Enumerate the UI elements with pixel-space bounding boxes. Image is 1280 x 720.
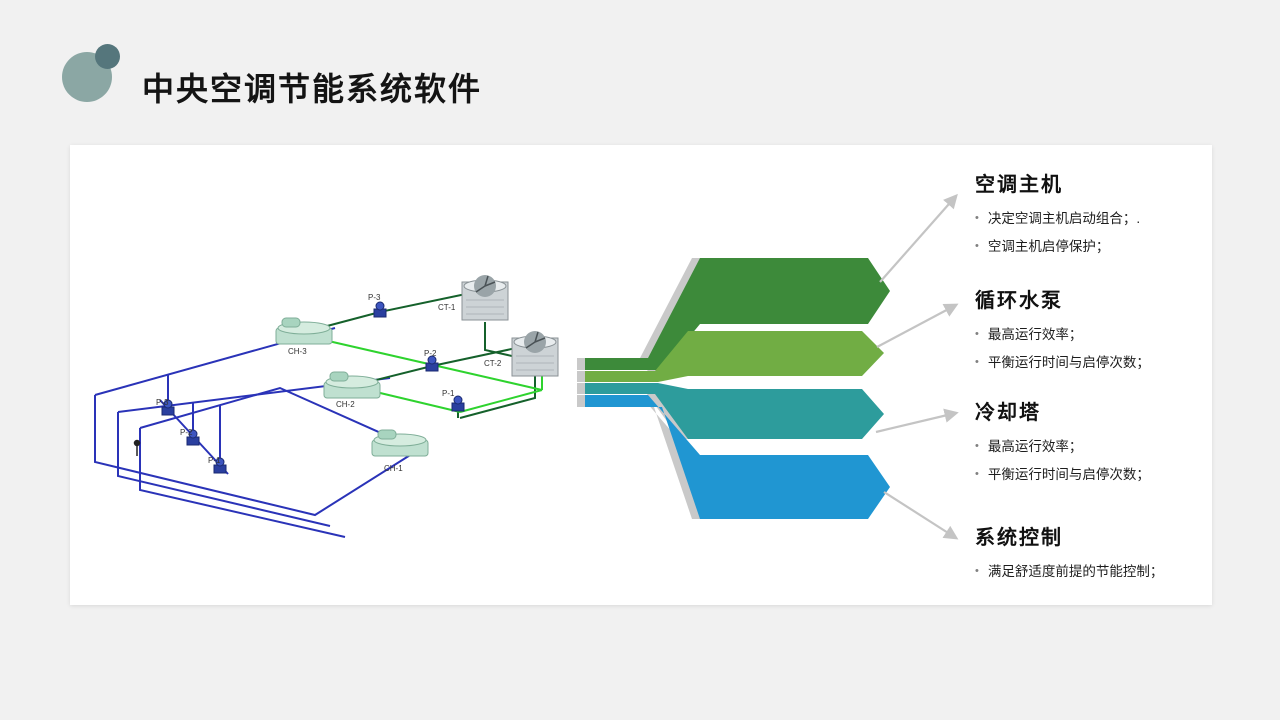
bullet-dot: • — [975, 440, 979, 452]
equipment-label-p2-mid: P-2 — [424, 349, 437, 358]
equipment-label-ch2: CH-2 — [336, 400, 355, 409]
equipment-label-ch1: CH-1 — [384, 464, 403, 473]
bullet-dot: • — [975, 356, 979, 368]
section-ac-host: 空调主机 • 决定空调主机启动组合；. • 空调主机启停保护； — [975, 168, 1225, 266]
bullet-item: • 决定空调主机启动组合；. — [975, 210, 1225, 227]
bullet-dot: • — [975, 328, 979, 340]
bullet-dot: • — [975, 212, 979, 224]
bullet-dot: • — [975, 565, 979, 577]
decorative-circles — [62, 44, 134, 102]
bullet-text: 决定空调主机启动组合；. — [987, 211, 1141, 226]
equipment-label-ch3: CH-3 — [288, 347, 307, 356]
equipment-label-p1-mid: P-1 — [442, 389, 455, 398]
bullet-item: • 最高运行效率； — [975, 326, 1225, 343]
bullet-item: • 空调主机启停保护； — [975, 238, 1225, 255]
equipment-label-ct1: CT-1 — [438, 303, 456, 312]
bullet-dot: • — [975, 240, 979, 252]
bullet-text: 最高运行效率； — [987, 439, 1083, 454]
bullet-item: • 满足舒适度前提的节能控制； — [975, 563, 1225, 580]
bullet-item: • 平衡运行时间与启停次数； — [975, 354, 1225, 371]
bullet-dot: • — [975, 468, 979, 480]
bullet-text: 空调主机启停保护； — [987, 239, 1110, 254]
section-title: 空调主机 — [975, 174, 1063, 196]
bullet-text: 平衡运行时间与启停次数； — [987, 467, 1150, 482]
equipment-label-ct2: CT-2 — [484, 359, 502, 368]
bullet-text: 满足舒适度前提的节能控制； — [987, 564, 1164, 579]
section-pump: 循环水泵 • 最高运行效率； • 平衡运行时间与启停次数； — [975, 284, 1225, 382]
equipment-label-p2-left: P-2 — [180, 428, 193, 437]
bullet-item: • 平衡运行时间与启停次数； — [975, 466, 1225, 483]
section-cooling-tower: 冷却塔 • 最高运行效率； • 平衡运行时间与启停次数； — [975, 396, 1225, 494]
equipment-label-p3-top: P-3 — [368, 293, 381, 302]
bullet-item: • 最高运行效率； — [975, 438, 1225, 455]
section-title: 系统控制 — [975, 527, 1063, 549]
bullet-text: 最高运行效率； — [987, 327, 1083, 342]
section-title: 循环水泵 — [975, 290, 1063, 312]
bullet-text: 平衡运行时间与启停次数； — [987, 355, 1150, 370]
section-system-control: 系统控制 • 满足舒适度前提的节能控制； — [975, 521, 1225, 591]
equipment-label-p3-left: P-3 — [156, 398, 169, 407]
circle-small-icon — [95, 44, 120, 69]
page-title: 中央空调节能系统软件 — [142, 71, 483, 107]
equipment-label-p1-left: P-1 — [208, 456, 221, 465]
section-title: 冷却塔 — [975, 402, 1041, 424]
